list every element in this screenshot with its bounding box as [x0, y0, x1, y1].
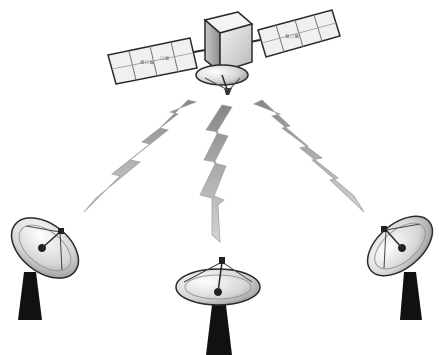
satellite-dish-icon: [176, 257, 260, 355]
satellite-downlink-dish: [196, 65, 248, 95]
left-solar-panel: ▪▫▪ ▫▪: [108, 38, 205, 84]
ground-station-left: [0, 206, 89, 320]
satellite-icon: ▪▫▪ ▫▪ ▪▫▪: [108, 10, 340, 95]
ground-station-center: [176, 257, 260, 355]
satellite-dish-icon: [0, 206, 89, 320]
svg-text:▪▫▪: ▪▫▪: [140, 58, 154, 66]
satellite-dish-icon: [357, 205, 439, 320]
ground-station-right: [357, 205, 439, 320]
svg-text:▫▪: ▫▪: [160, 54, 170, 62]
dish-post: [206, 305, 232, 355]
dish-post: [18, 272, 42, 320]
svg-text:▪▫▪: ▪▫▪: [285, 32, 299, 40]
satellite-body: [205, 12, 252, 72]
signal-center: [200, 105, 232, 242]
lightning-signal-icon: [200, 105, 232, 242]
lightning-signal-icon: [254, 100, 364, 212]
dish-post: [400, 272, 422, 320]
signal-right: [254, 100, 364, 212]
signal-left: [84, 100, 196, 212]
right-solar-panel: ▪▫▪: [250, 10, 340, 57]
lightning-signal-icon: [84, 100, 196, 212]
